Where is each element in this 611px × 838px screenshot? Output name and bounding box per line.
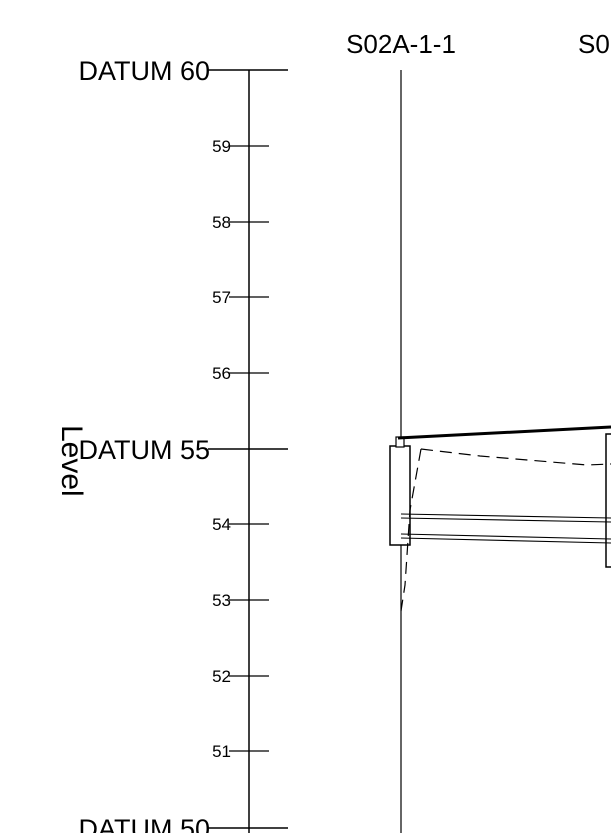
dashed-pier-outline xyxy=(400,448,422,612)
pier-label-2: S02 xyxy=(578,29,611,59)
girder-bottom-line-b xyxy=(400,537,611,544)
tick-54: 54 xyxy=(212,515,269,534)
tick-label-53: 53 xyxy=(212,591,231,610)
datum-label-55: DATUM 55 xyxy=(78,435,210,465)
tick-56: 56 xyxy=(212,364,269,383)
pier-label-1: S02A-1-1 xyxy=(346,29,456,59)
tick-59: 59 xyxy=(212,137,269,156)
girder-top-line-a xyxy=(400,513,611,519)
tick-57: 57 xyxy=(212,288,269,307)
tick-label-54: 54 xyxy=(212,515,231,534)
dashed-profile-line xyxy=(420,448,611,466)
girder-top-line-b xyxy=(400,517,611,523)
datum-tick-50: DATUM 50 xyxy=(78,814,288,838)
tick-label-59: 59 xyxy=(212,137,231,156)
pier-bearing-box-2 xyxy=(605,433,611,568)
datum-tick-60: DATUM 60 xyxy=(78,56,288,86)
datum-tick-55: DATUM 55 xyxy=(78,435,288,465)
tick-label-57: 57 xyxy=(212,288,231,307)
tick-label-58: 58 xyxy=(212,213,231,232)
pier-bearing-box-1 xyxy=(389,445,411,546)
deck-top-line xyxy=(397,425,611,440)
tick-label-51: 51 xyxy=(212,742,231,761)
tick-58: 58 xyxy=(212,213,269,232)
datum-label-50: DATUM 50 xyxy=(78,814,210,833)
tick-51: 51 xyxy=(212,742,269,761)
axis-title: Level xyxy=(55,425,88,497)
tick-label-52: 52 xyxy=(212,667,231,686)
tick-53: 53 xyxy=(212,591,269,610)
tick-label-56: 56 xyxy=(212,364,231,383)
datum-label-60: DATUM 60 xyxy=(78,56,210,86)
tick-52: 52 xyxy=(212,667,269,686)
girder-bottom-line-a xyxy=(400,533,611,540)
